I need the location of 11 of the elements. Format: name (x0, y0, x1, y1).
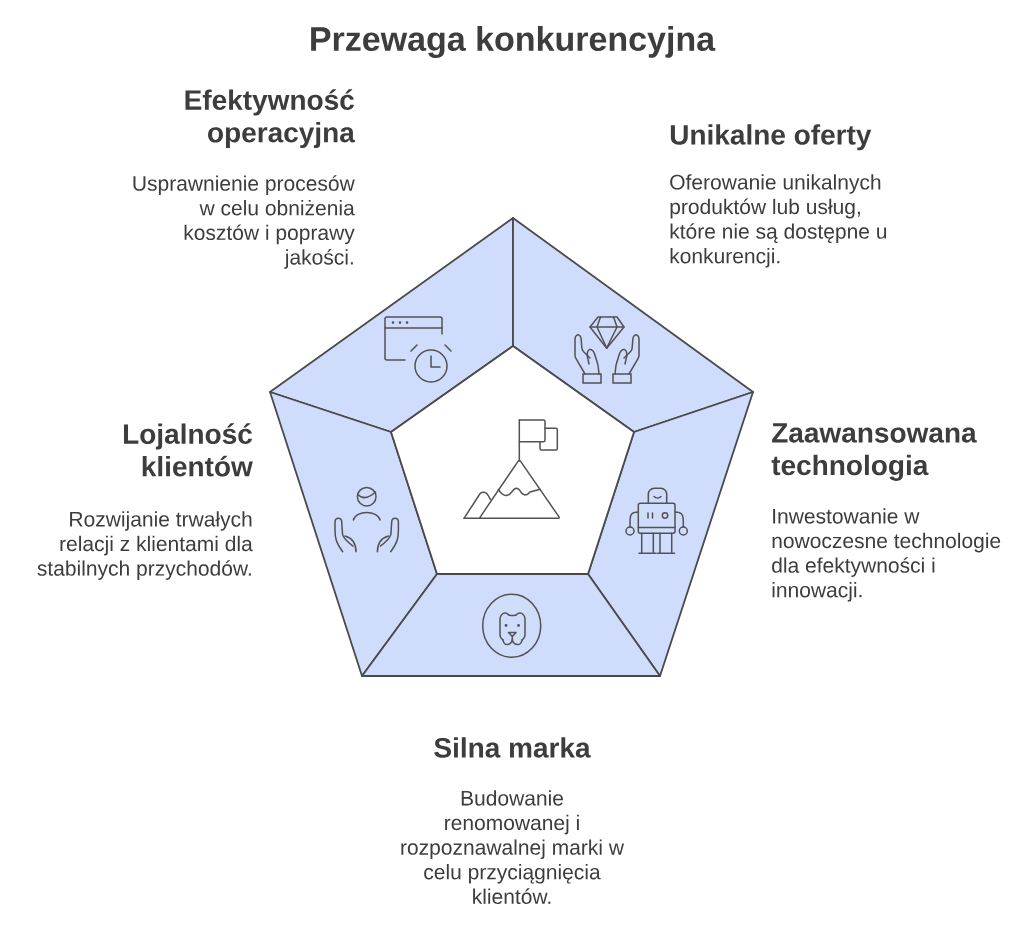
body-text: Budowanie renomowanej i rozpoznawalnej marki w celu przyciągnięcia klientów. (401, 790, 625, 905)
body-text: Inwestowanie w nowoczesne technologie dla efektywności i innowacji. (772, 508, 1001, 602)
body-text: Usprawnienie procesów w celu obniżenia kosztów i poprawy jakości. (133, 175, 355, 269)
heading: Efektywność operacyjna (185, 89, 355, 149)
body-text: Rozwijanie trwałych relacji z klientami dla stabilnych przychodów. (37, 511, 253, 580)
heading: Zaawansowana technologia (771, 423, 977, 481)
heading: Silna marka (434, 737, 591, 758)
title: Przewaga konkurencyjna (311, 26, 716, 58)
body-text: Oferowanie unikalnych produktów lub usług, które nie są dostępne u konkurencji. (670, 174, 887, 268)
heading: Lojalność klientów (124, 423, 253, 477)
heading: Unikalne oferty (670, 124, 872, 151)
